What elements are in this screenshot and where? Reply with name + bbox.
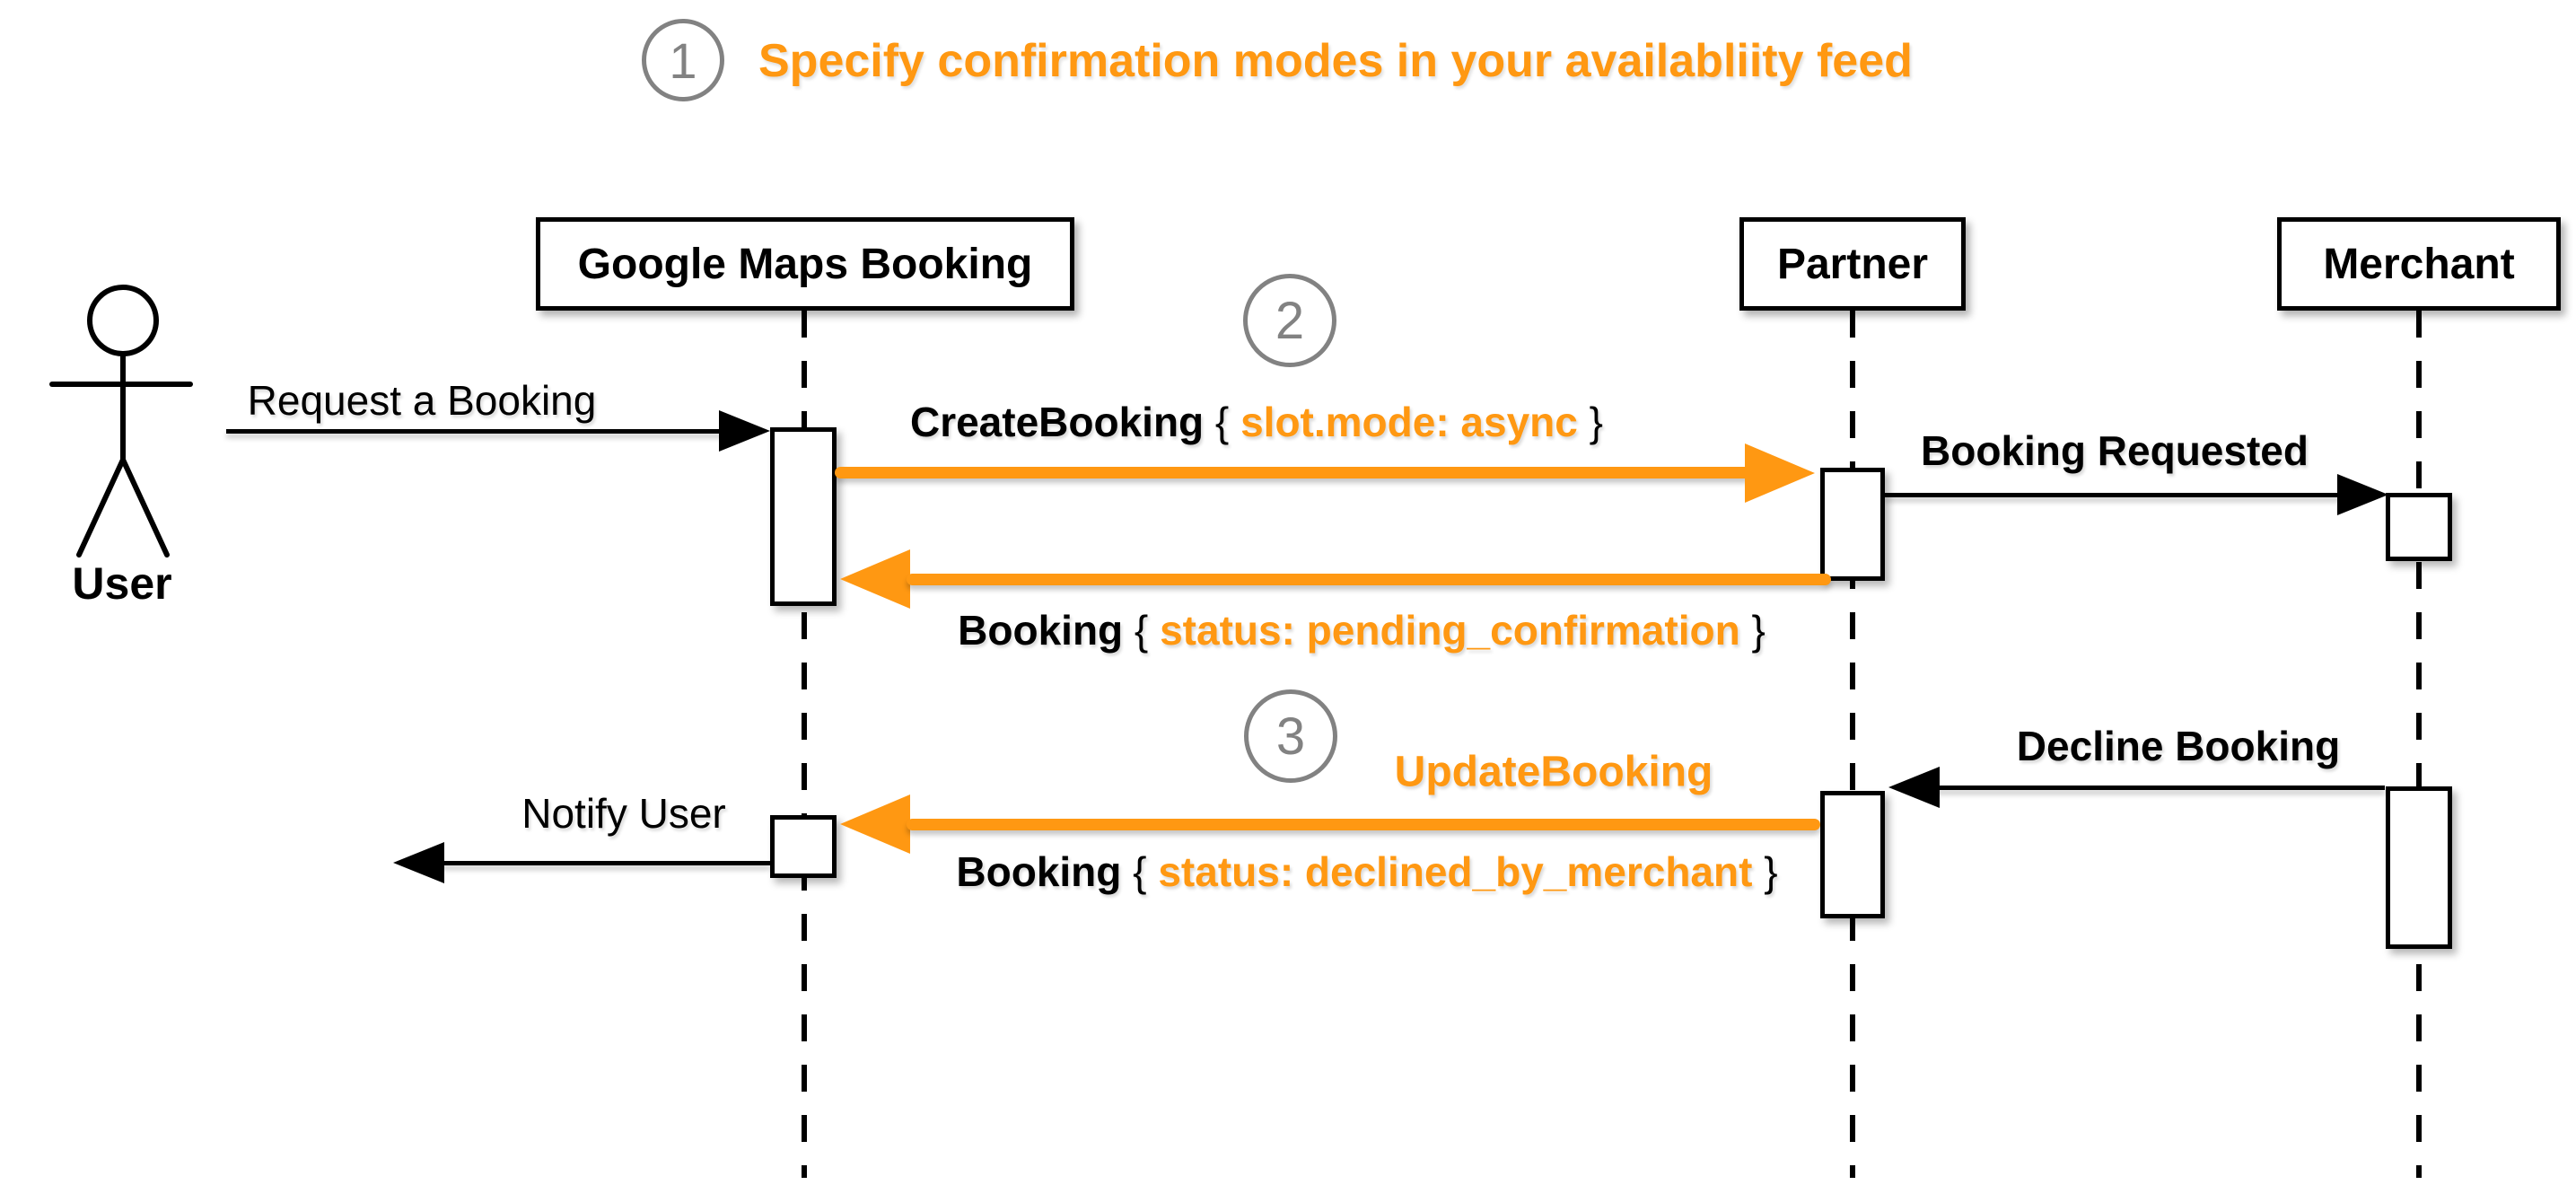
step-1-number: 1 [669,31,697,89]
step-3-badge: 3 [1244,689,1337,783]
arrow-booking-pending [907,574,1831,585]
label-booking-declined: Booking { status: declined_by_merchant } [956,847,1777,896]
label-booking-declined-params: status: declined_by_merchant [1158,848,1753,895]
label-create-booking-close-brace: } [1589,399,1604,445]
activation-merchant-2 [2386,786,2452,949]
activation-merchant-1 [2386,493,2452,561]
label-booking-pending-name: Booking [958,607,1124,654]
arrowhead-notify-user [393,842,444,883]
header-partner-label: Partner [1776,240,1929,288]
label-booking-declined-close-brace: } [1764,848,1778,895]
user-label: User [72,558,172,609]
arrow-update-booking [907,819,1820,830]
label-booking-declined-open-brace: { [1133,848,1147,895]
label-create-booking-name: CreateBooking [909,399,1205,445]
label-notify-user: Notify User [521,790,726,837]
label-update-booking: UpdateBooking [1394,748,1713,796]
header-partner: Partner [1739,217,1966,311]
label-booking-pending-close-brace: } [1751,607,1766,654]
header-google-maps-booking: Google Maps Booking [536,217,1074,311]
step-2-number: 2 [1275,291,1305,350]
header-google-maps-booking-label: Google Maps Booking [577,240,1033,288]
lifeline-merchant [2416,311,2422,1178]
arrow-booking-requested [1885,493,2342,497]
diagram-title: Specify confirmation modes in your avail… [758,35,1913,87]
step-2-badge: 2 [1243,274,1336,367]
activation-gmb-2 [770,815,837,878]
lifeline-partner [1850,311,1855,1178]
arrow-notify-user [441,861,770,865]
step-3-number: 3 [1275,707,1306,766]
user-actor-icon [49,285,193,557]
label-create-booking: CreateBooking { slot.mode: async } [910,398,1603,446]
label-booking-pending: Booking { status: pending_confirmation } [958,606,1766,654]
arrowhead-booking-pending [840,549,910,609]
activation-partner-1 [1820,468,1885,581]
arrowhead-update-booking [840,794,910,854]
step-1-badge: 1 [642,19,724,101]
arrow-request-booking [226,429,723,434]
arrow-decline-booking [1936,786,2385,790]
arrowhead-booking-requested [2337,474,2388,515]
arrowhead-decline-booking [1888,767,1940,808]
label-booking-declined-name: Booking [956,848,1122,895]
label-booking-pending-params: status: pending_confirmation [1160,607,1740,654]
activation-partner-2 [1820,791,1885,918]
arrow-create-booking [835,467,1750,478]
activation-gmb-1 [770,427,837,606]
label-create-booking-open-brace: { [1214,399,1230,445]
lifeline-google-maps-booking [802,311,807,1178]
header-merchant: Merchant [2277,217,2561,311]
label-booking-requested: Booking Requested [1921,427,2309,474]
arrowhead-request-booking [719,410,770,452]
label-decline-booking: Decline Booking [2016,723,2341,769]
label-request-booking: Request a Booking [247,377,597,424]
label-create-booking-params: slot.mode: async [1240,399,1578,445]
label-booking-pending-open-brace: { [1134,607,1149,654]
arrowhead-create-booking [1745,443,1815,503]
header-merchant-label: Merchant [2323,240,2515,288]
